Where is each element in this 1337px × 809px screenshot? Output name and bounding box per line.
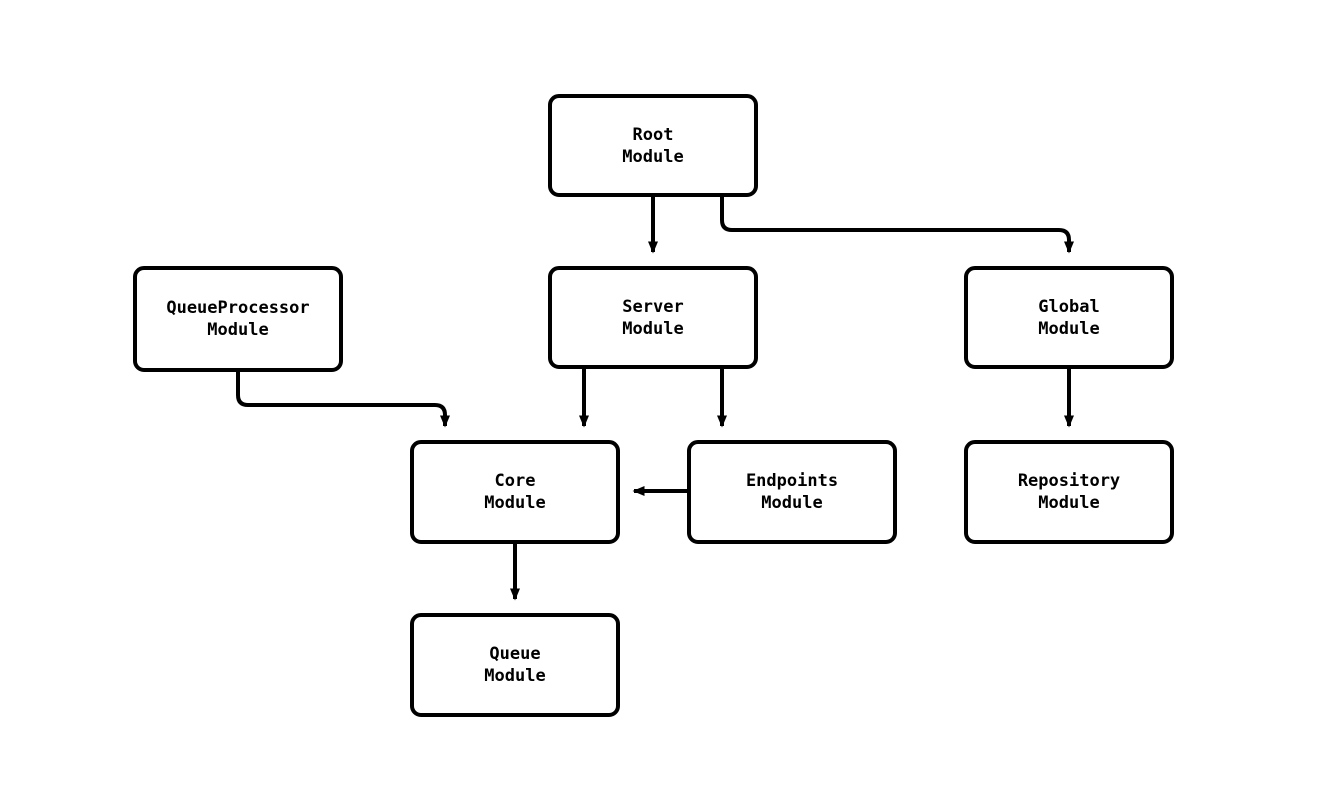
node-endpoints-module-label-line1: Endpoints	[745, 471, 839, 491]
node-global-module-label-line1: Global	[1038, 296, 1100, 317]
node-root-module-label-line2: Module	[622, 146, 684, 167]
edge-queueprocessor-to-core	[236, 372, 450, 428]
node-queue-module[interactable]: Queue Module	[410, 613, 620, 717]
node-repository-module-label-line1: Repository	[1017, 471, 1121, 491]
node-root-module-label-line1: Root	[632, 124, 674, 145]
node-repository-module[interactable]: Repository Module	[964, 440, 1174, 544]
node-core-module[interactable]: Core Module	[410, 440, 620, 544]
node-endpoints-module-label-line2: Module	[761, 493, 823, 513]
node-root-module[interactable]: Root Module	[548, 94, 758, 197]
node-repository-module-label-line2: Module	[1038, 493, 1100, 513]
edge-root-to-global	[720, 197, 1074, 254]
node-global-module[interactable]: Global Module	[964, 266, 1174, 369]
node-server-module[interactable]: Server Module	[548, 266, 758, 369]
node-queue-module-label-line2: Module	[484, 666, 546, 686]
node-core-module-label-line1: Core	[494, 471, 536, 491]
node-queueprocessor-module-label-line2: Module	[207, 320, 269, 340]
node-queueprocessor-module-label-line1: QueueProcessor	[166, 298, 310, 318]
node-server-module-label-line2: Module	[622, 318, 684, 339]
node-server-module-label-line1: Server	[622, 296, 684, 317]
node-queue-module-label-line1: Queue	[489, 644, 541, 664]
node-core-module-label-line2: Module	[484, 493, 546, 513]
node-endpoints-module[interactable]: Endpoints Module	[687, 440, 897, 544]
node-global-module-label-line2: Module	[1038, 318, 1100, 339]
node-queueprocessor-module[interactable]: QueueProcessor Module	[133, 266, 343, 372]
